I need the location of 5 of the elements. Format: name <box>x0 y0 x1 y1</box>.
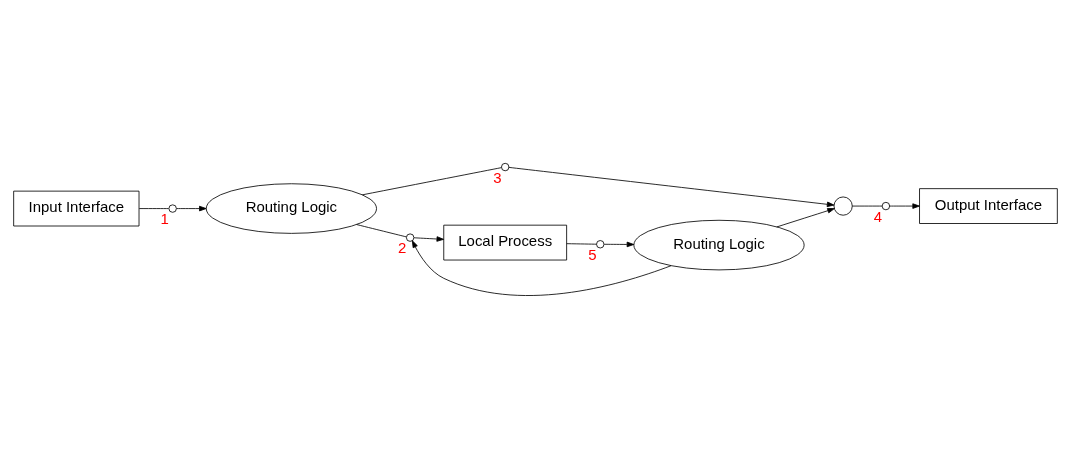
node-label: 1 <box>160 209 169 227</box>
node-label: 5 <box>588 245 597 263</box>
node-label: 3 <box>493 168 502 186</box>
node-label: 2 <box>398 238 407 256</box>
node-label: 4 <box>873 207 883 225</box>
